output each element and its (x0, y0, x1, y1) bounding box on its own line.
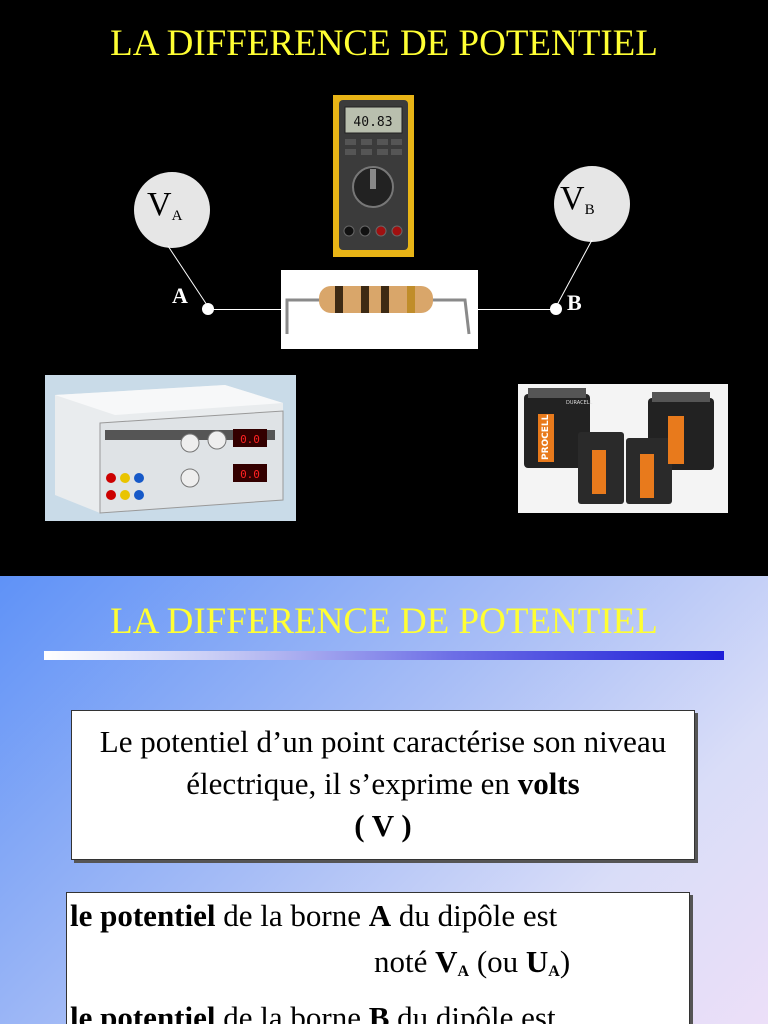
notation-line-2: noté VA (ou UA) (374, 944, 571, 980)
slide-1-title: LA DIFFERENCE DE POTENTIEL (110, 23, 658, 64)
potential-b-circle: VB (554, 166, 630, 242)
title-underline-bar (44, 651, 724, 660)
potential-a-circle: VA (134, 172, 210, 248)
point-b-dot (550, 303, 562, 315)
notation-box: le potentiel de la borne A du dipôle est… (66, 892, 690, 1024)
notation-line-3: le potentiel de la borne B du dipôle est (70, 1000, 556, 1024)
battery-brand-sub: DURACELL (566, 400, 593, 406)
battery-brand-label: PROCELL (541, 414, 551, 460)
va-label: V (147, 186, 172, 223)
definition-bold-volts: volts (517, 766, 580, 801)
point-a-label: A (172, 283, 188, 308)
svg-text:0.0: 0.0 (240, 433, 260, 446)
resistor-image (281, 270, 478, 349)
svg-text:0.0: 0.0 (240, 468, 260, 481)
wire-right (478, 309, 552, 310)
slide-2-title: LA DIFFERENCE DE POTENTIEL (110, 601, 658, 642)
vb-subscript: B (584, 202, 595, 218)
point-b-label: B (567, 290, 582, 315)
wire-left (212, 309, 282, 310)
pointer-lines (167, 239, 593, 306)
point-a-dot (202, 303, 214, 315)
vb-label: V (560, 180, 585, 217)
multimeter-image: 40.83 (333, 95, 414, 257)
va-subscript: A (171, 208, 183, 224)
slide-1: LA DIFFERENCE DE POTENTIEL 40.83 VA VB (45, 23, 728, 521)
definition-box: Le potentiel d’un point caractérise son … (71, 710, 695, 860)
notation-line-1: le potentiel de la borne A du dipôle est (70, 898, 558, 933)
slide-2: LA DIFFERENCE DE POTENTIEL Le potentiel … (0, 576, 768, 1024)
batteries-image: PROCELL DURACELL (518, 384, 728, 513)
multimeter-display: 40.83 (353, 115, 392, 130)
definition-text: Le potentiel d’un point caractérise son … (99, 724, 667, 801)
definition-unit: ( V ) (354, 808, 412, 843)
power-supply-image: 0.0 0.0 (45, 375, 296, 521)
